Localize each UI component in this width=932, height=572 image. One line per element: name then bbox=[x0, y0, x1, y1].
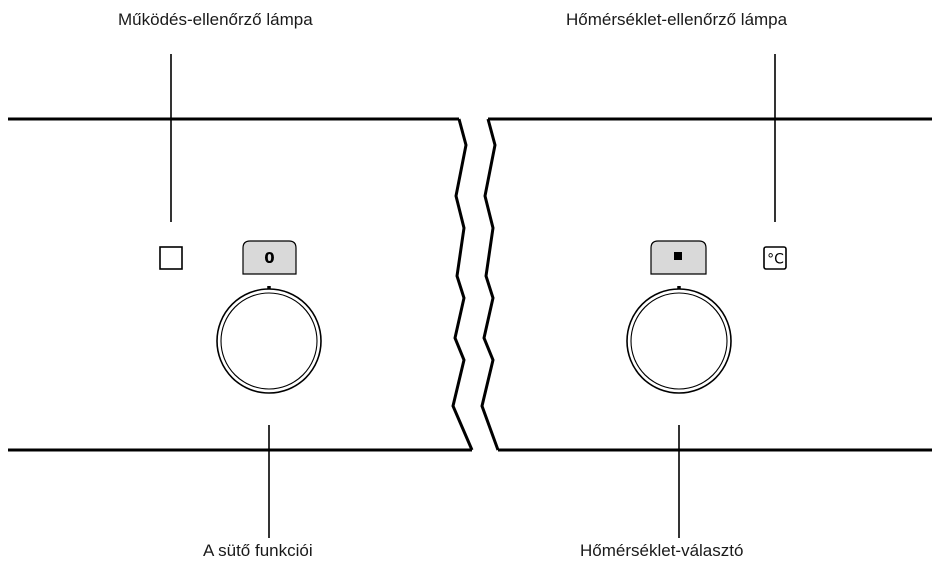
oven-function-knob-label-tab bbox=[242, 240, 297, 275]
panel-right-section bbox=[480, 117, 932, 452]
oven-function-knob[interactable]: 0 bbox=[216, 240, 322, 394]
panel-left-section bbox=[8, 117, 474, 452]
callout-temperature-indicator-lamp: Hőmérséklet-ellenőrző lámpa bbox=[566, 10, 788, 29]
temperature-indicator-lamp: °C bbox=[763, 246, 787, 270]
oven-function-knob-zero-label: 0 bbox=[264, 249, 274, 267]
panel-left-break-line bbox=[451, 118, 474, 451]
callout-oven-functions: A sütő funkciói bbox=[203, 541, 313, 560]
oven-function-knob-outer-ring bbox=[216, 288, 322, 394]
operation-indicator-lamp bbox=[159, 246, 183, 270]
temperature-selector-knob[interactable] bbox=[626, 240, 732, 394]
leader-lines bbox=[170, 54, 776, 538]
callout-operation-indicator-lamp: Működés-ellenőrző lámpa bbox=[118, 10, 313, 29]
temperature-knob-inner-ring bbox=[630, 292, 728, 390]
oven-function-knob-inner-ring bbox=[220, 292, 318, 390]
panel-right-break-line bbox=[480, 118, 500, 451]
callout-temperature-selector: Hőmérséklet-választó bbox=[580, 541, 744, 560]
temperature-indicator-lamp-frame bbox=[763, 246, 787, 270]
small-square-icon bbox=[674, 252, 682, 260]
celsius-icon: °C bbox=[767, 252, 784, 268]
temperature-knob-outer-ring bbox=[626, 288, 732, 394]
